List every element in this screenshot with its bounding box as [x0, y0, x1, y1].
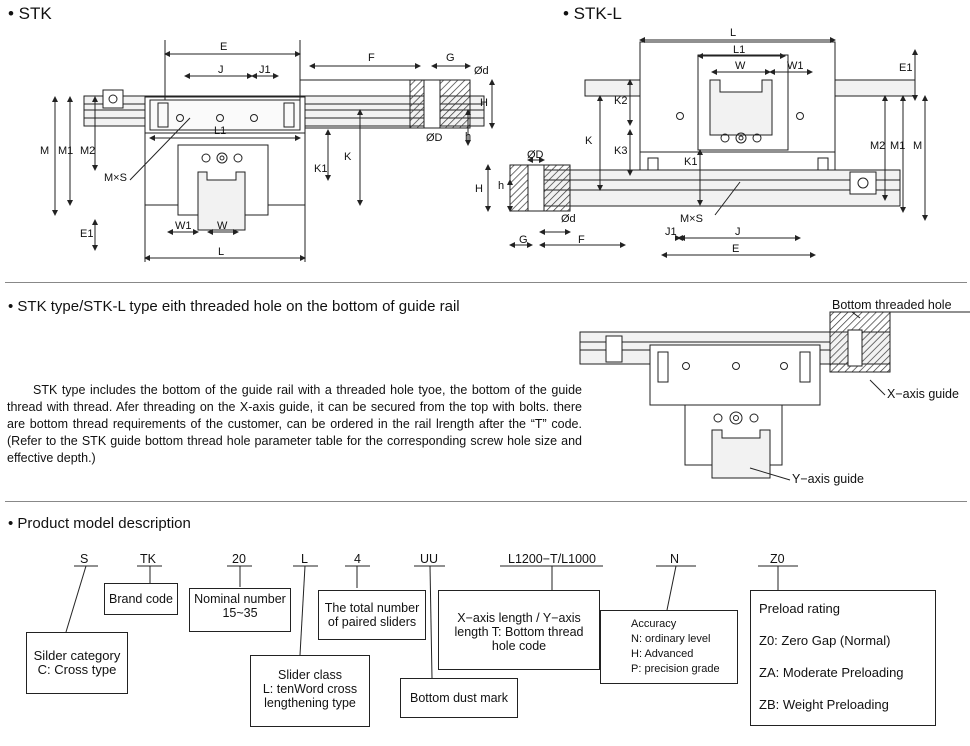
preload-line-1: Preload rating: [759, 601, 840, 616]
box-dust-mark: Bottom dust mark: [400, 678, 518, 718]
dim-K2-right: K2: [614, 95, 628, 107]
section-model-heading: • Product model description: [8, 515, 191, 532]
dim-J-right: J: [735, 226, 741, 238]
dim-L-right: L: [730, 27, 737, 39]
code-length: L1200−T/L1000: [508, 552, 596, 566]
code-20: 20: [232, 552, 246, 566]
label-bottom-threaded-hole: Bottom threaded hole: [832, 298, 952, 312]
dim-J-left: J: [218, 64, 224, 76]
code-4: 4: [354, 552, 361, 566]
dim-J1-left: J1: [259, 64, 271, 76]
box-slider-category: Silder category C: Cross type: [26, 632, 128, 694]
sliders-line-1: The total number: [324, 601, 420, 615]
category-line-1: Silder category: [33, 648, 121, 663]
dim-L1-left: L1: [214, 125, 227, 137]
category-line-2: C: Cross type: [37, 662, 117, 677]
box-brand-code: Brand code: [104, 583, 178, 615]
preload-line-3: ZA: Moderate Preloading: [759, 665, 904, 680]
model-connectors: [65, 565, 798, 679]
dim-M2-right: M2: [870, 140, 886, 152]
dim-MxS-left: M×S: [104, 172, 127, 184]
class-line-2: L: tenWord cross: [262, 682, 358, 696]
dim-E-right: E: [732, 243, 740, 255]
box-preload: Preload rating Z0: Zero Gap (Normal) ZA:…: [750, 590, 936, 726]
stk-l-drawing: [485, 37, 928, 258]
divider-middle: [5, 501, 967, 502]
dim-L1-right: L1: [733, 44, 746, 56]
class-line-1: Slider class: [278, 668, 342, 682]
nominal-line-2: 15~35: [222, 606, 258, 620]
dim-W1-left: W1: [175, 220, 192, 232]
box-accuracy: Accuracy N: ordinary level H: Advanced P…: [600, 610, 738, 684]
dim-H-left: H: [480, 97, 488, 109]
box-paired-sliders: The total number of paired sliders: [318, 590, 426, 640]
xaxis-line-3: hole code: [491, 639, 547, 653]
dim-E-left: E: [220, 41, 228, 53]
dim-J1-right: J1: [665, 226, 677, 238]
code-s: S: [80, 552, 89, 566]
class-line-3: lengthening type: [264, 696, 356, 710]
dim-E1-left: E1: [80, 228, 94, 240]
dim-K1-left: K1: [314, 163, 328, 175]
dim-E1-right: E1: [899, 62, 913, 74]
sliders-line-2: of paired sliders: [327, 615, 417, 629]
dim-K1-right: K1: [684, 156, 698, 168]
stk-l-title: • STK-L: [563, 4, 622, 23]
dim-M1-left: M1: [58, 145, 74, 157]
section-thread-heading: • STK type/STK-L type eith threaded hole…: [8, 298, 460, 315]
dim-phiD-left: ØD: [426, 132, 443, 144]
code-uu: UU: [420, 552, 439, 566]
dim-W-left: W: [217, 220, 228, 232]
accuracy-line-3: H: Advanced: [631, 648, 694, 660]
code-z0: Z0: [770, 552, 785, 566]
stk-title: • STK: [8, 4, 52, 23]
dim-M1-right: M1: [890, 140, 906, 152]
preload-line-4: ZB: Weight Preloading: [759, 697, 889, 712]
box-slider-class: Slider class L: tenWord cross lengthenin…: [250, 655, 370, 727]
dim-h-right: h: [498, 180, 505, 192]
section-thread-paragraph: STK type includes the bottom of the guid…: [7, 383, 582, 465]
xaxis-line-1: X−axis length / Y−axis: [457, 611, 581, 625]
dim-phid-right: Ød: [561, 213, 576, 225]
dim-H-right: H: [475, 183, 483, 195]
code-tk: TK: [140, 552, 156, 566]
dim-G-left: G: [446, 52, 455, 64]
code-l: L: [301, 552, 308, 566]
dim-K-left: K: [344, 151, 352, 163]
xaxis-line-2: length T: Bottom thread: [454, 625, 584, 639]
box-nominal: Nominal number 15~35: [189, 588, 291, 632]
dim-G-right: G: [519, 234, 528, 246]
accuracy-line-1: Accuracy: [631, 618, 677, 630]
dim-F-right: F: [578, 234, 585, 246]
preload-line-2: Z0: Zero Gap (Normal): [759, 633, 891, 648]
dim-M-right: M: [913, 140, 923, 152]
code-n: N: [670, 552, 680, 566]
dim-h-left: h: [465, 131, 472, 143]
dim-phiD-right: ØD: [527, 149, 544, 161]
divider-top: [5, 282, 967, 283]
dim-L-left: L: [218, 246, 225, 258]
stk-drawing: [52, 40, 495, 262]
dim-W-right: W: [735, 60, 746, 72]
dim-K3-right: K3: [614, 145, 628, 157]
dim-K-right: K: [585, 135, 593, 147]
dim-M-left: M: [40, 145, 50, 157]
dim-M2-left: M2: [80, 145, 96, 157]
dim-W1-right: W1: [787, 60, 804, 72]
nominal-line-1: Nominal number: [194, 592, 286, 606]
accuracy-line-4: P: precision grade: [631, 663, 720, 675]
thread-hole-drawing: [579, 311, 970, 481]
dim-phid-left: Ød: [474, 65, 489, 77]
label-x-axis-guide: X−axis guide: [887, 387, 959, 401]
box-axis-length: X−axis length / Y−axis length T: Bottom …: [438, 590, 600, 670]
label-y-axis-guide: Y−axis guide: [792, 472, 864, 486]
accuracy-line-2: N: ordinary level: [631, 633, 711, 645]
dim-MxS-right: M×S: [680, 213, 703, 225]
dim-F-left: F: [368, 52, 375, 64]
